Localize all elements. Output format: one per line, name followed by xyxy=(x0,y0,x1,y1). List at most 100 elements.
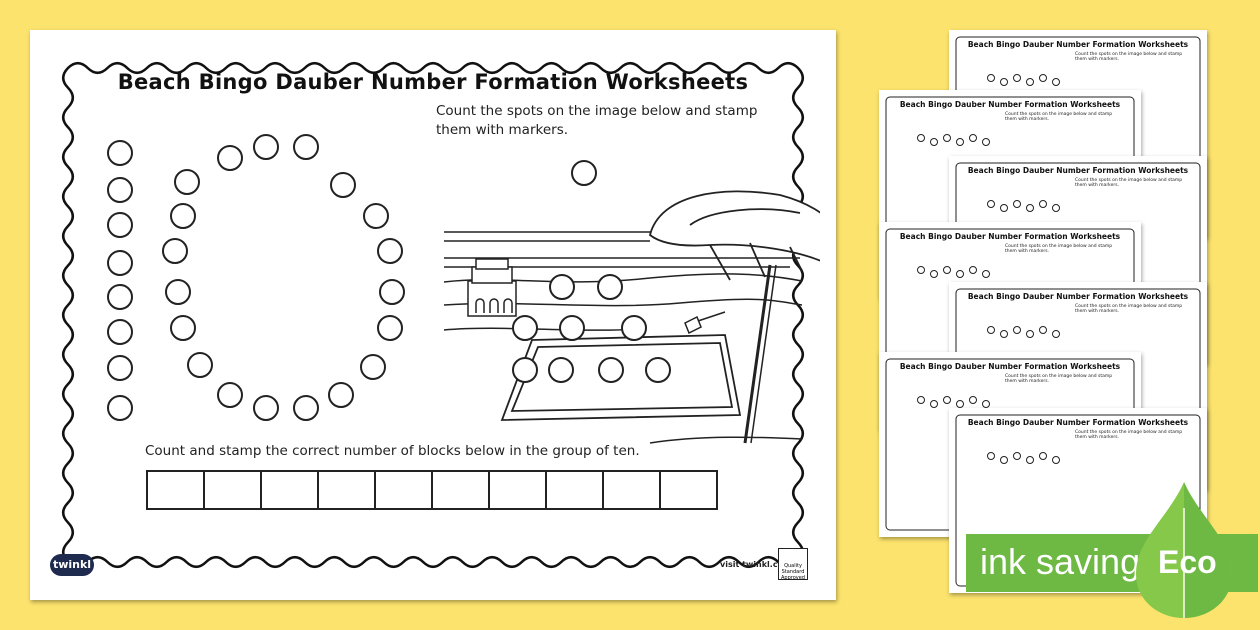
thumbnail-dot xyxy=(1039,452,1047,460)
sandcastle-icon xyxy=(467,258,517,317)
thumbnail-dot xyxy=(1000,456,1008,464)
thumbnail-title: Beach Bingo Dauber Number Formation Work… xyxy=(899,100,1121,109)
thumbnail-dot xyxy=(1013,452,1021,460)
worksheet-page: Beach Bingo Dauber Number Formation Work… xyxy=(30,30,836,600)
ten-frame-cell xyxy=(659,470,718,510)
thumbnail-title: Beach Bingo Dauber Number Formation Work… xyxy=(967,292,1189,301)
dot-circle xyxy=(217,145,243,171)
thumbnail-dot xyxy=(1039,326,1047,334)
thumbnail-dot xyxy=(930,138,938,146)
thumbnail-dot xyxy=(1013,200,1021,208)
thumbnail-dot xyxy=(943,134,951,142)
dot-circle xyxy=(363,203,389,229)
thumbnail-dot xyxy=(956,138,964,146)
thumbnail-dot xyxy=(917,134,925,142)
thumbnail-dot xyxy=(943,396,951,404)
dot-circle xyxy=(107,177,133,203)
thumbnail-dot xyxy=(987,452,995,460)
thumbnail-dot xyxy=(982,138,990,146)
scene-dot xyxy=(597,274,623,300)
thumbnail-dot xyxy=(987,200,995,208)
dot-circle xyxy=(107,319,133,345)
thumbnail-dot xyxy=(1026,330,1034,338)
thumbnail-dot xyxy=(1000,330,1008,338)
dot-circle xyxy=(107,355,133,381)
thumbnail-dot xyxy=(1026,204,1034,212)
dot-circle xyxy=(107,250,133,276)
ten-frame xyxy=(146,470,718,510)
thumbnail-dot xyxy=(1052,330,1060,338)
scene-dot xyxy=(645,357,671,383)
scene-dot xyxy=(512,315,538,341)
thumbnail-dot xyxy=(987,74,995,82)
footer-url: visit twinkl.com xyxy=(720,560,792,569)
thumbnail-dot xyxy=(982,270,990,278)
dot-circle xyxy=(377,315,403,341)
thumbnail-dot xyxy=(982,400,990,408)
thumbnail-title: Beach Bingo Dauber Number Formation Work… xyxy=(899,232,1121,241)
dot-circle xyxy=(187,352,213,378)
dot-circle xyxy=(293,134,319,160)
thumbnail-dot xyxy=(1052,204,1060,212)
thumbnail-dot xyxy=(956,400,964,408)
dot-circle xyxy=(107,140,133,166)
scene-dot xyxy=(598,357,624,383)
thumbnail-dot xyxy=(1013,74,1021,82)
thumbnail-instruction: Count the spots on the image below and s… xyxy=(1005,244,1113,254)
instruction-bottom: Count and stamp the correct number of bl… xyxy=(145,443,640,459)
ten-frame-cell xyxy=(260,470,319,510)
dot-circle xyxy=(293,395,319,421)
thumbnail-dot xyxy=(930,270,938,278)
thumbnail-dot xyxy=(969,266,977,274)
thumbnail-instruction: Count the spots on the image below and s… xyxy=(1005,112,1113,122)
thumbnail-dot xyxy=(1052,456,1060,464)
eco-label: Eco xyxy=(1158,544,1217,580)
thumbnail-dot xyxy=(956,270,964,278)
thumbnail-instruction: Count the spots on the image below and s… xyxy=(1075,178,1183,188)
scene-dot xyxy=(512,357,538,383)
thumbnail-instruction: Count the spots on the image below and s… xyxy=(1075,304,1183,314)
dot-circle xyxy=(253,395,279,421)
spade-icon xyxy=(684,311,726,335)
ten-frame-cell xyxy=(374,470,433,510)
beach-scene-illustration xyxy=(443,190,820,444)
worksheet-title: Beach Bingo Dauber Number Formation Work… xyxy=(117,70,749,94)
dot-circle xyxy=(379,279,405,305)
dot-circle xyxy=(253,134,279,160)
scene-dot xyxy=(621,315,647,341)
leaf-drop-icon xyxy=(1136,482,1232,618)
thumbnail-dot xyxy=(987,326,995,334)
scene-dot xyxy=(548,357,574,383)
umbrella-icon xyxy=(648,190,820,444)
scene-dot xyxy=(549,274,575,300)
thumbnail-title: Beach Bingo Dauber Number Formation Work… xyxy=(967,166,1189,175)
dot-circle xyxy=(170,203,196,229)
instruction-top: Count the spots on the image below and s… xyxy=(436,103,758,138)
dot-circle xyxy=(377,238,403,264)
dot-circle xyxy=(165,279,191,305)
dot-circle xyxy=(217,382,243,408)
thumbnail-dot xyxy=(1013,326,1021,334)
thumbnail-title: Beach Bingo Dauber Number Formation Work… xyxy=(899,362,1121,371)
thumbnail-dot xyxy=(1039,74,1047,82)
thumbnail-dot xyxy=(1026,456,1034,464)
dot-circle xyxy=(107,212,133,238)
scene-dot xyxy=(559,315,585,341)
ten-frame-cell xyxy=(146,470,205,510)
scene-dot xyxy=(571,160,597,186)
thumbnail-instruction: Count the spots on the image below and s… xyxy=(1005,374,1113,384)
thumbnail-dot xyxy=(1039,200,1047,208)
twinkl-logo: twinkl xyxy=(50,554,94,576)
thumbnail-dot xyxy=(1000,78,1008,86)
thumbnail-dot xyxy=(917,266,925,274)
eco-banner-label: ink saving xyxy=(980,541,1141,582)
dot-circle xyxy=(162,238,188,264)
ten-frame-cell xyxy=(203,470,262,510)
dot-circle xyxy=(107,395,133,421)
thumbnail-title: Beach Bingo Dauber Number Formation Work… xyxy=(967,40,1189,49)
thumbnail-title: Beach Bingo Dauber Number Formation Work… xyxy=(967,418,1189,427)
dot-circle xyxy=(107,284,133,310)
thumbnail-dot xyxy=(1052,78,1060,86)
thumbnail-dot xyxy=(969,396,977,404)
thumbnail-instruction: Count the spots on the image below and s… xyxy=(1075,430,1183,440)
